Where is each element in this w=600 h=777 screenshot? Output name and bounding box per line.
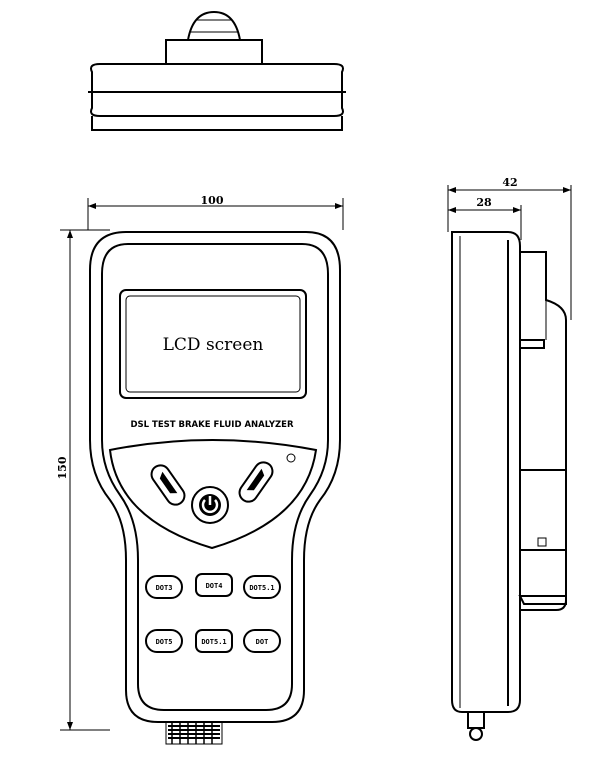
brand-text: DSL TEST BRAKE FLUID ANALYZER xyxy=(130,420,293,430)
top-view xyxy=(88,10,346,131)
svg-text:DOT3: DOT3 xyxy=(156,584,173,592)
dot4-button[interactable]: DOT4 xyxy=(195,573,233,597)
bottom-connector xyxy=(165,721,223,745)
lcd-screen xyxy=(119,289,307,399)
side-view: 42 28 xyxy=(447,176,572,741)
button-row-2: DOT5 DOT5.1 DOT xyxy=(145,629,281,653)
device-outer-shell xyxy=(89,231,341,723)
svg-text:DOT5.1: DOT5.1 xyxy=(201,638,226,646)
dot-button[interactable]: DOT xyxy=(243,629,281,653)
dot51-second-button[interactable]: DOT5.1 xyxy=(195,629,233,653)
right-key[interactable] xyxy=(236,459,276,505)
svg-text:DOT: DOT xyxy=(256,638,269,646)
depth-total-dimension: 42 xyxy=(502,176,517,189)
top-body xyxy=(90,63,344,117)
height-dimension: 150 xyxy=(56,456,69,479)
probe-collar xyxy=(165,39,263,65)
power-button[interactable] xyxy=(0,0,229,524)
depth-body-dimension: 28 xyxy=(476,196,492,209)
svg-text:DOT5: DOT5 xyxy=(156,638,173,646)
control-panel xyxy=(108,439,318,550)
led-indicator xyxy=(286,453,296,463)
svg-text:DOT5.1: DOT5.1 xyxy=(249,584,274,592)
side-connector xyxy=(467,712,485,729)
dot3-button[interactable]: DOT3 xyxy=(145,575,183,599)
svg-text:DOT4: DOT4 xyxy=(206,582,223,590)
lcd-screen-label: LCD screen xyxy=(163,335,264,355)
width-dimension: 100 xyxy=(201,194,224,207)
button-row-1: DOT3 DOT4 DOT5.1 xyxy=(145,573,281,599)
belt-clip xyxy=(520,251,567,611)
left-key[interactable] xyxy=(148,462,188,508)
dot5-button[interactable]: DOT5 xyxy=(145,629,183,653)
front-view: 100 150 LCD screen DSL TEST BRAKE FLUID … xyxy=(0,0,344,745)
device-inner-shell xyxy=(101,243,329,711)
dot51-button[interactable]: DOT5.1 xyxy=(243,575,281,599)
side-body xyxy=(451,231,521,713)
probe-cap-top xyxy=(187,10,241,41)
